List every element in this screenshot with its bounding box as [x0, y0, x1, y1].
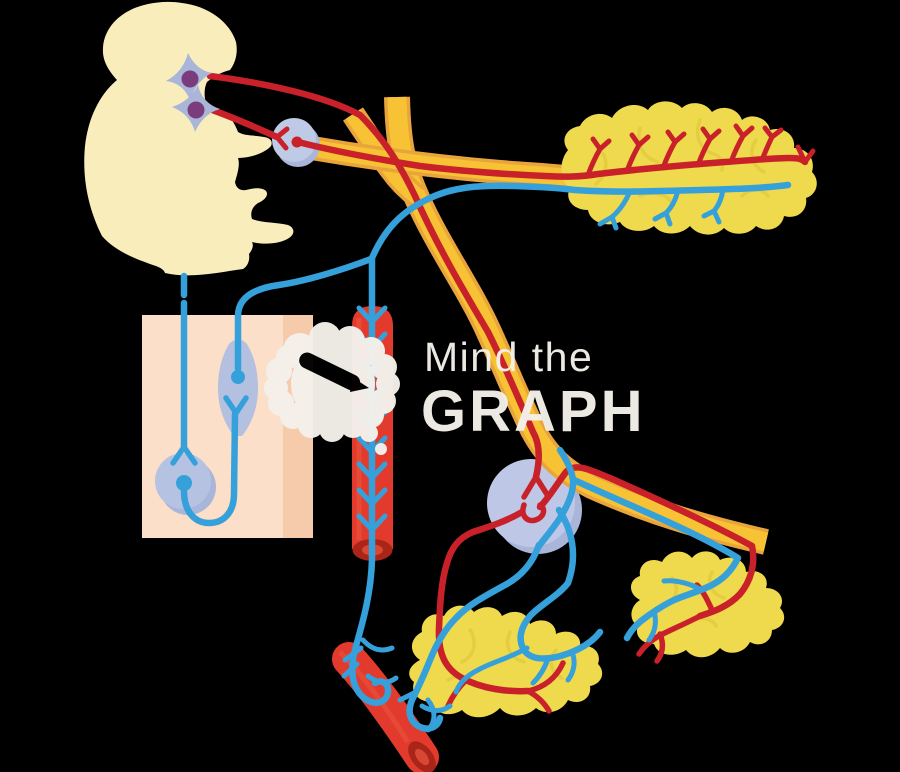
watermark: Mind the GRAPH [264, 322, 645, 455]
watermark-line2: GRAPH [421, 379, 645, 444]
postganglionic-blue-artery [406, 541, 543, 732]
postganglionic-red-center [435, 508, 532, 695]
skin-afferent-fiber [234, 255, 375, 373]
right-gland-vein-branches [646, 578, 703, 643]
brain-logo-slash [299, 352, 369, 392]
watermark-line1: Mind the [424, 334, 593, 380]
postganglionic-red-right [536, 464, 757, 620]
spindle-loop-fiber [180, 410, 239, 527]
lacrimal-artery-branches [585, 123, 816, 178]
neuron-nucleus [187, 101, 205, 119]
gland-lobule-lines [446, 628, 564, 686]
synapse-fork [521, 474, 551, 500]
center-gland-blue-branches [453, 645, 577, 695]
sweat-gland-fork [170, 444, 198, 466]
brainstem [84, 1, 294, 276]
cranial-synapse-fork [274, 126, 290, 151]
lacrimal-artery-main [298, 139, 809, 180]
spindle-bouton [231, 370, 245, 384]
lacrimal-vein-branches [597, 186, 726, 231]
preganglionic-axon-long [206, 72, 542, 481]
postganglionic-blue-right [570, 476, 742, 642]
red-fibers [200, 72, 816, 714]
artery-wrap-branches [397, 689, 453, 733]
logo-bubble-small [375, 443, 387, 455]
terminal-ganglion-blue [535, 446, 577, 550]
sweat-gland-bouton [176, 475, 192, 491]
preganglionic-neurons [166, 53, 220, 132]
logo-bubble-large [360, 424, 378, 442]
vessel-nerve-main [349, 255, 392, 706]
neuron-nucleus [181, 70, 199, 88]
muscle-spindle [218, 339, 258, 436]
spindle-fork [223, 395, 249, 416]
lacrimal-vein-main [368, 181, 792, 262]
